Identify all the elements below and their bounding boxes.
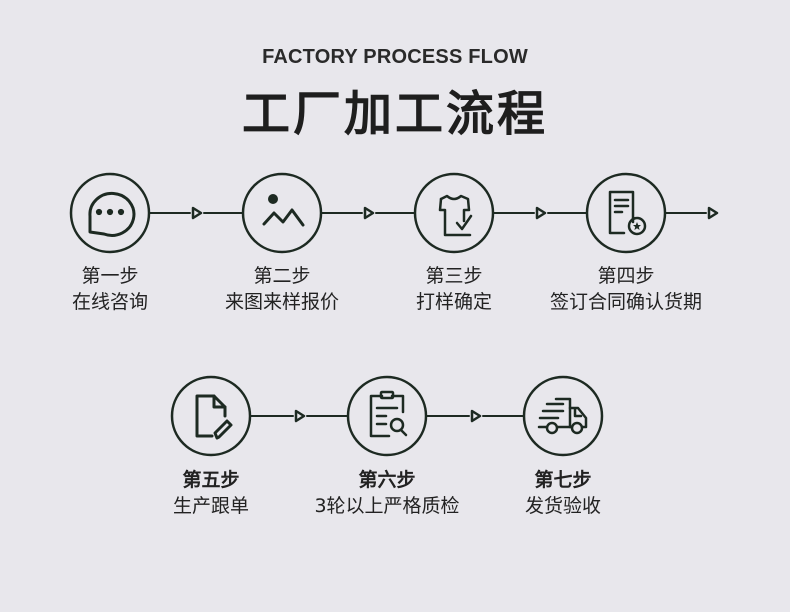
step-circle	[170, 375, 252, 457]
step-number: 第六步	[358, 469, 416, 491]
page-title: 工厂加工流程	[241, 86, 548, 142]
connector-arrow	[426, 409, 524, 423]
step-description: 3轮以上严格质检	[314, 495, 460, 517]
step-description: 生产跟单	[172, 495, 249, 517]
step-label: 第三步 打样确定	[354, 263, 554, 315]
step-description: 签订合同确认货期	[549, 291, 702, 313]
step-label: 第五步 生产跟单	[111, 467, 311, 519]
step-circle	[346, 375, 428, 457]
step-label: 第六步 3轮以上严格质检	[287, 467, 487, 519]
step-number: 第五步	[182, 469, 240, 491]
step-description: 来图来样报价	[224, 291, 339, 313]
step-number: 第二步	[253, 265, 311, 287]
step-description: 在线咨询	[71, 291, 148, 313]
connector-arrow	[321, 206, 415, 220]
step-circle	[413, 172, 495, 254]
step-number: 第四步	[597, 265, 655, 287]
step-description: 打样确定	[415, 291, 492, 313]
contract-icon	[608, 190, 647, 236]
step-number: 第三步	[425, 265, 483, 287]
step-circle	[585, 172, 667, 254]
step-label: 第一步 在线咨询	[10, 263, 210, 315]
delivery-truck-icon	[537, 397, 588, 435]
step-label: 第二步 来图来样报价	[182, 263, 382, 315]
chat-bubble-icon	[88, 191, 136, 237]
image-icon	[262, 194, 305, 227]
clipboard-search-icon	[369, 390, 408, 438]
step-label: 第七步 发货验收	[463, 467, 663, 519]
connector-arrow	[250, 409, 348, 423]
connector-arrow	[493, 206, 587, 220]
step-number: 第七步	[534, 469, 592, 491]
step-circle	[69, 172, 151, 254]
subtitle: FACTORY PROCESS FLOW	[262, 46, 528, 68]
step-circle	[241, 172, 323, 254]
step-description: 发货验收	[524, 495, 601, 517]
step-number: 第一步	[81, 265, 139, 287]
step-label: 第四步 签订合同确认货期	[526, 263, 726, 315]
connector-arrow	[665, 206, 719, 220]
document-edit-icon	[195, 394, 233, 440]
tshirt-check-icon	[438, 194, 473, 237]
step-circle	[522, 375, 604, 457]
connector-arrow	[149, 206, 243, 220]
